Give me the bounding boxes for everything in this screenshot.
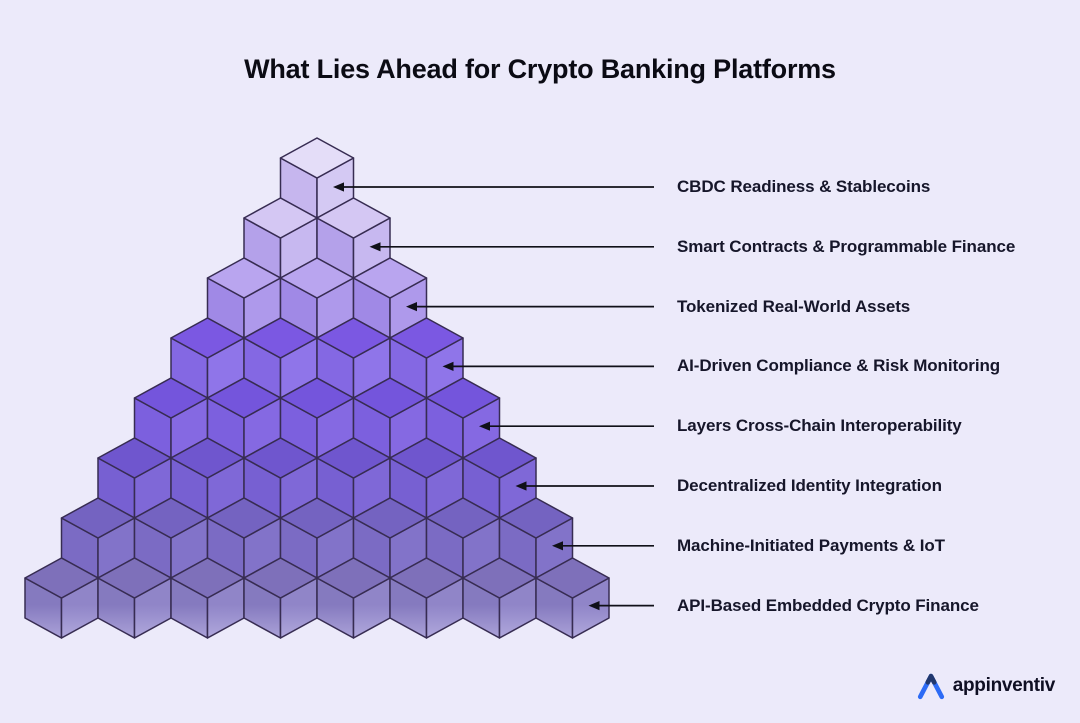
cube-r7-c5 bbox=[352, 497, 428, 579]
cube-r8-c2 bbox=[97, 557, 172, 639]
cube-top-face bbox=[97, 437, 172, 479]
cube-top-face bbox=[498, 497, 574, 539]
cube-top-face bbox=[24, 557, 99, 599]
cube-top-face bbox=[279, 137, 355, 179]
cube-r8-c5 bbox=[316, 557, 391, 639]
cube-top-face bbox=[170, 557, 245, 599]
cube-top-face bbox=[352, 257, 428, 299]
cube-top-face bbox=[279, 257, 355, 299]
connector-arrow-7 bbox=[552, 541, 654, 551]
cube-top-face bbox=[60, 497, 136, 539]
cube-top-face bbox=[352, 377, 428, 419]
cube-r6-c6 bbox=[462, 437, 537, 519]
cube-r6-c5 bbox=[389, 437, 464, 519]
connector-arrow-8 bbox=[588, 601, 654, 611]
cube-r8-c4 bbox=[243, 557, 318, 639]
cube-top-face bbox=[352, 497, 428, 539]
pyramid-row-label-2: Smart Contracts & Programmable Finance bbox=[677, 236, 1016, 256]
cube-r8-c6 bbox=[389, 557, 464, 639]
connector-arrow-2 bbox=[369, 242, 654, 252]
brand-footer: appinventiv bbox=[916, 671, 1055, 701]
pyramid-row-label-8: API-Based Embedded Crypto Finance bbox=[677, 595, 979, 615]
cube-top-face bbox=[316, 437, 391, 479]
arrowhead-icon bbox=[515, 481, 527, 491]
cube-top-face bbox=[462, 557, 537, 599]
pyramid-row-label-4: AI-Driven Compliance & Risk Monitoring bbox=[677, 356, 1001, 376]
cube-top-face bbox=[389, 317, 464, 359]
cube-top-face bbox=[206, 497, 282, 539]
connector-arrow-1 bbox=[333, 182, 654, 192]
cube-top-face bbox=[243, 317, 318, 359]
cube-top-face bbox=[170, 317, 245, 359]
arrowhead-icon bbox=[479, 421, 490, 431]
arrowhead-icon bbox=[588, 601, 600, 611]
cube-top-face bbox=[206, 257, 282, 299]
cube-top-face bbox=[279, 377, 355, 419]
pyramid-row-label-5: Layers Cross-Chain Interoperability bbox=[677, 416, 962, 436]
cube-r8-c8 bbox=[535, 557, 610, 639]
page-title: What Lies Ahead for Crypto Banking Platf… bbox=[244, 54, 836, 84]
connector-arrow-6 bbox=[515, 481, 654, 491]
arrowhead-icon bbox=[406, 302, 417, 312]
connector-arrow-3 bbox=[406, 302, 654, 312]
connector-arrow-5 bbox=[479, 421, 654, 431]
arrowhead-icon bbox=[333, 182, 344, 192]
cube-top-face bbox=[243, 557, 318, 599]
cube-top-face bbox=[170, 437, 245, 479]
cube-top-face bbox=[133, 377, 209, 419]
cube-top-face bbox=[279, 497, 355, 539]
pyramid-row-label-1: CBDC Readiness & Stablecoins bbox=[677, 177, 931, 196]
cube-r3-c3 bbox=[352, 257, 428, 339]
appinventiv-logo-icon bbox=[917, 673, 944, 700]
cube-r6-c4 bbox=[316, 437, 391, 519]
cube-top-face bbox=[133, 497, 209, 539]
cube-top-face bbox=[425, 497, 501, 539]
cube-top-face bbox=[462, 437, 537, 479]
pyramid-row-label-6: Decentralized Identity Integration bbox=[677, 476, 942, 495]
cube-r6-c2 bbox=[170, 437, 245, 519]
pyramid-row-label-7: Machine-Initiated Payments & IoT bbox=[677, 535, 945, 555]
cube-top-face bbox=[535, 557, 610, 599]
cube-top-face bbox=[425, 377, 501, 419]
cube-r3-c1 bbox=[206, 257, 282, 339]
cube-top-face bbox=[316, 197, 391, 239]
cube-top-face bbox=[206, 377, 282, 419]
cube-top-face bbox=[243, 437, 318, 479]
cube-top-face bbox=[389, 557, 464, 599]
cube-top-face bbox=[243, 197, 318, 239]
cube-top-face bbox=[316, 317, 391, 359]
connector-arrow-4 bbox=[442, 361, 654, 371]
brand-name: appinventiv bbox=[952, 675, 1056, 696]
cube-r6-c1 bbox=[97, 437, 172, 519]
pyramid-row-label-3: Tokenized Real-World Assets bbox=[677, 296, 911, 316]
cube-top-face bbox=[389, 437, 464, 479]
arrowhead-icon bbox=[442, 361, 454, 371]
cube-top-face bbox=[97, 557, 172, 599]
cube-r8-c1 bbox=[24, 557, 99, 639]
arrowhead-icon bbox=[369, 242, 381, 252]
cube-top-face bbox=[316, 557, 391, 599]
arrowhead-icon bbox=[552, 541, 563, 551]
